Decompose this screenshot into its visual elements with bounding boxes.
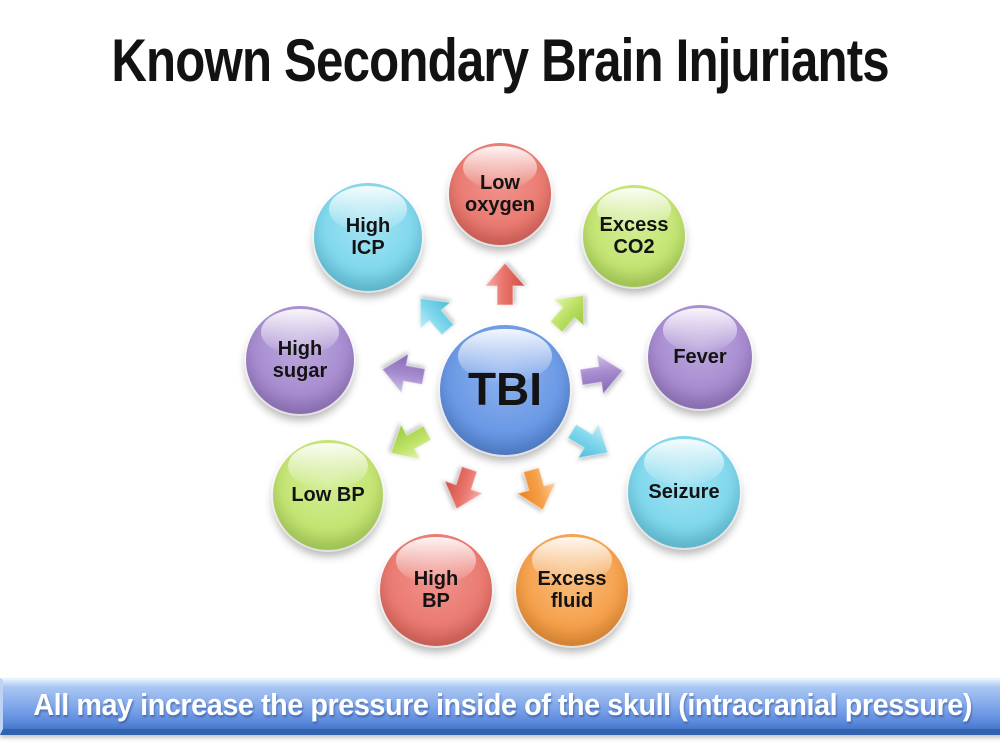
node-label: High sugar [272, 337, 328, 382]
arrow-to-low-bp-icon [390, 423, 432, 461]
node-low-bp: Low BP [273, 440, 383, 550]
node-high-bp: High BP [380, 534, 492, 646]
node-high-icp: High ICP [314, 183, 422, 291]
arrow-to-fever-icon [579, 353, 624, 395]
node-label: Seizure [648, 480, 720, 503]
arrow-to-high-icp-icon [419, 297, 455, 336]
footer-banner: All may increase the pressure inside of … [0, 678, 1000, 735]
node-label: TBI [467, 363, 543, 416]
arrow-to-high-sugar-icon [381, 353, 426, 394]
arrow-to-seizure-icon [567, 423, 609, 459]
node-seizure: Seizure [628, 436, 740, 548]
node-excess-fluid: Excess fluid [516, 534, 628, 646]
node-excess-co2: Excess CO2 [583, 185, 685, 287]
node-tbi-center: TBI [440, 325, 570, 455]
arrow-to-excess-co2-icon [549, 294, 585, 333]
arrow-to-high-bp-icon [443, 465, 484, 510]
node-low-oxygen: Low oxygen [449, 143, 551, 245]
node-label: High ICP [345, 214, 391, 259]
node-label: Fever [673, 345, 727, 368]
node-label: Low BP [291, 483, 365, 506]
arrow-to-excess-fluid-icon [516, 467, 557, 511]
node-label: Low oxygen [464, 171, 536, 216]
page-title-text: Known Secondary Brain Injuriants [111, 27, 889, 94]
arrow-to-low-oxygen-icon [484, 262, 526, 306]
node-label: High BP [413, 567, 459, 612]
node-label: Excess CO2 [599, 213, 669, 258]
footer-text: All may increase the pressure inside of … [33, 686, 973, 722]
node-fever: Fever [648, 305, 752, 409]
page-title: Known Secondary Brain Injuriants [0, 26, 1000, 95]
node-label: Excess fluid [537, 567, 607, 612]
node-high-sugar: High sugar [246, 306, 354, 414]
